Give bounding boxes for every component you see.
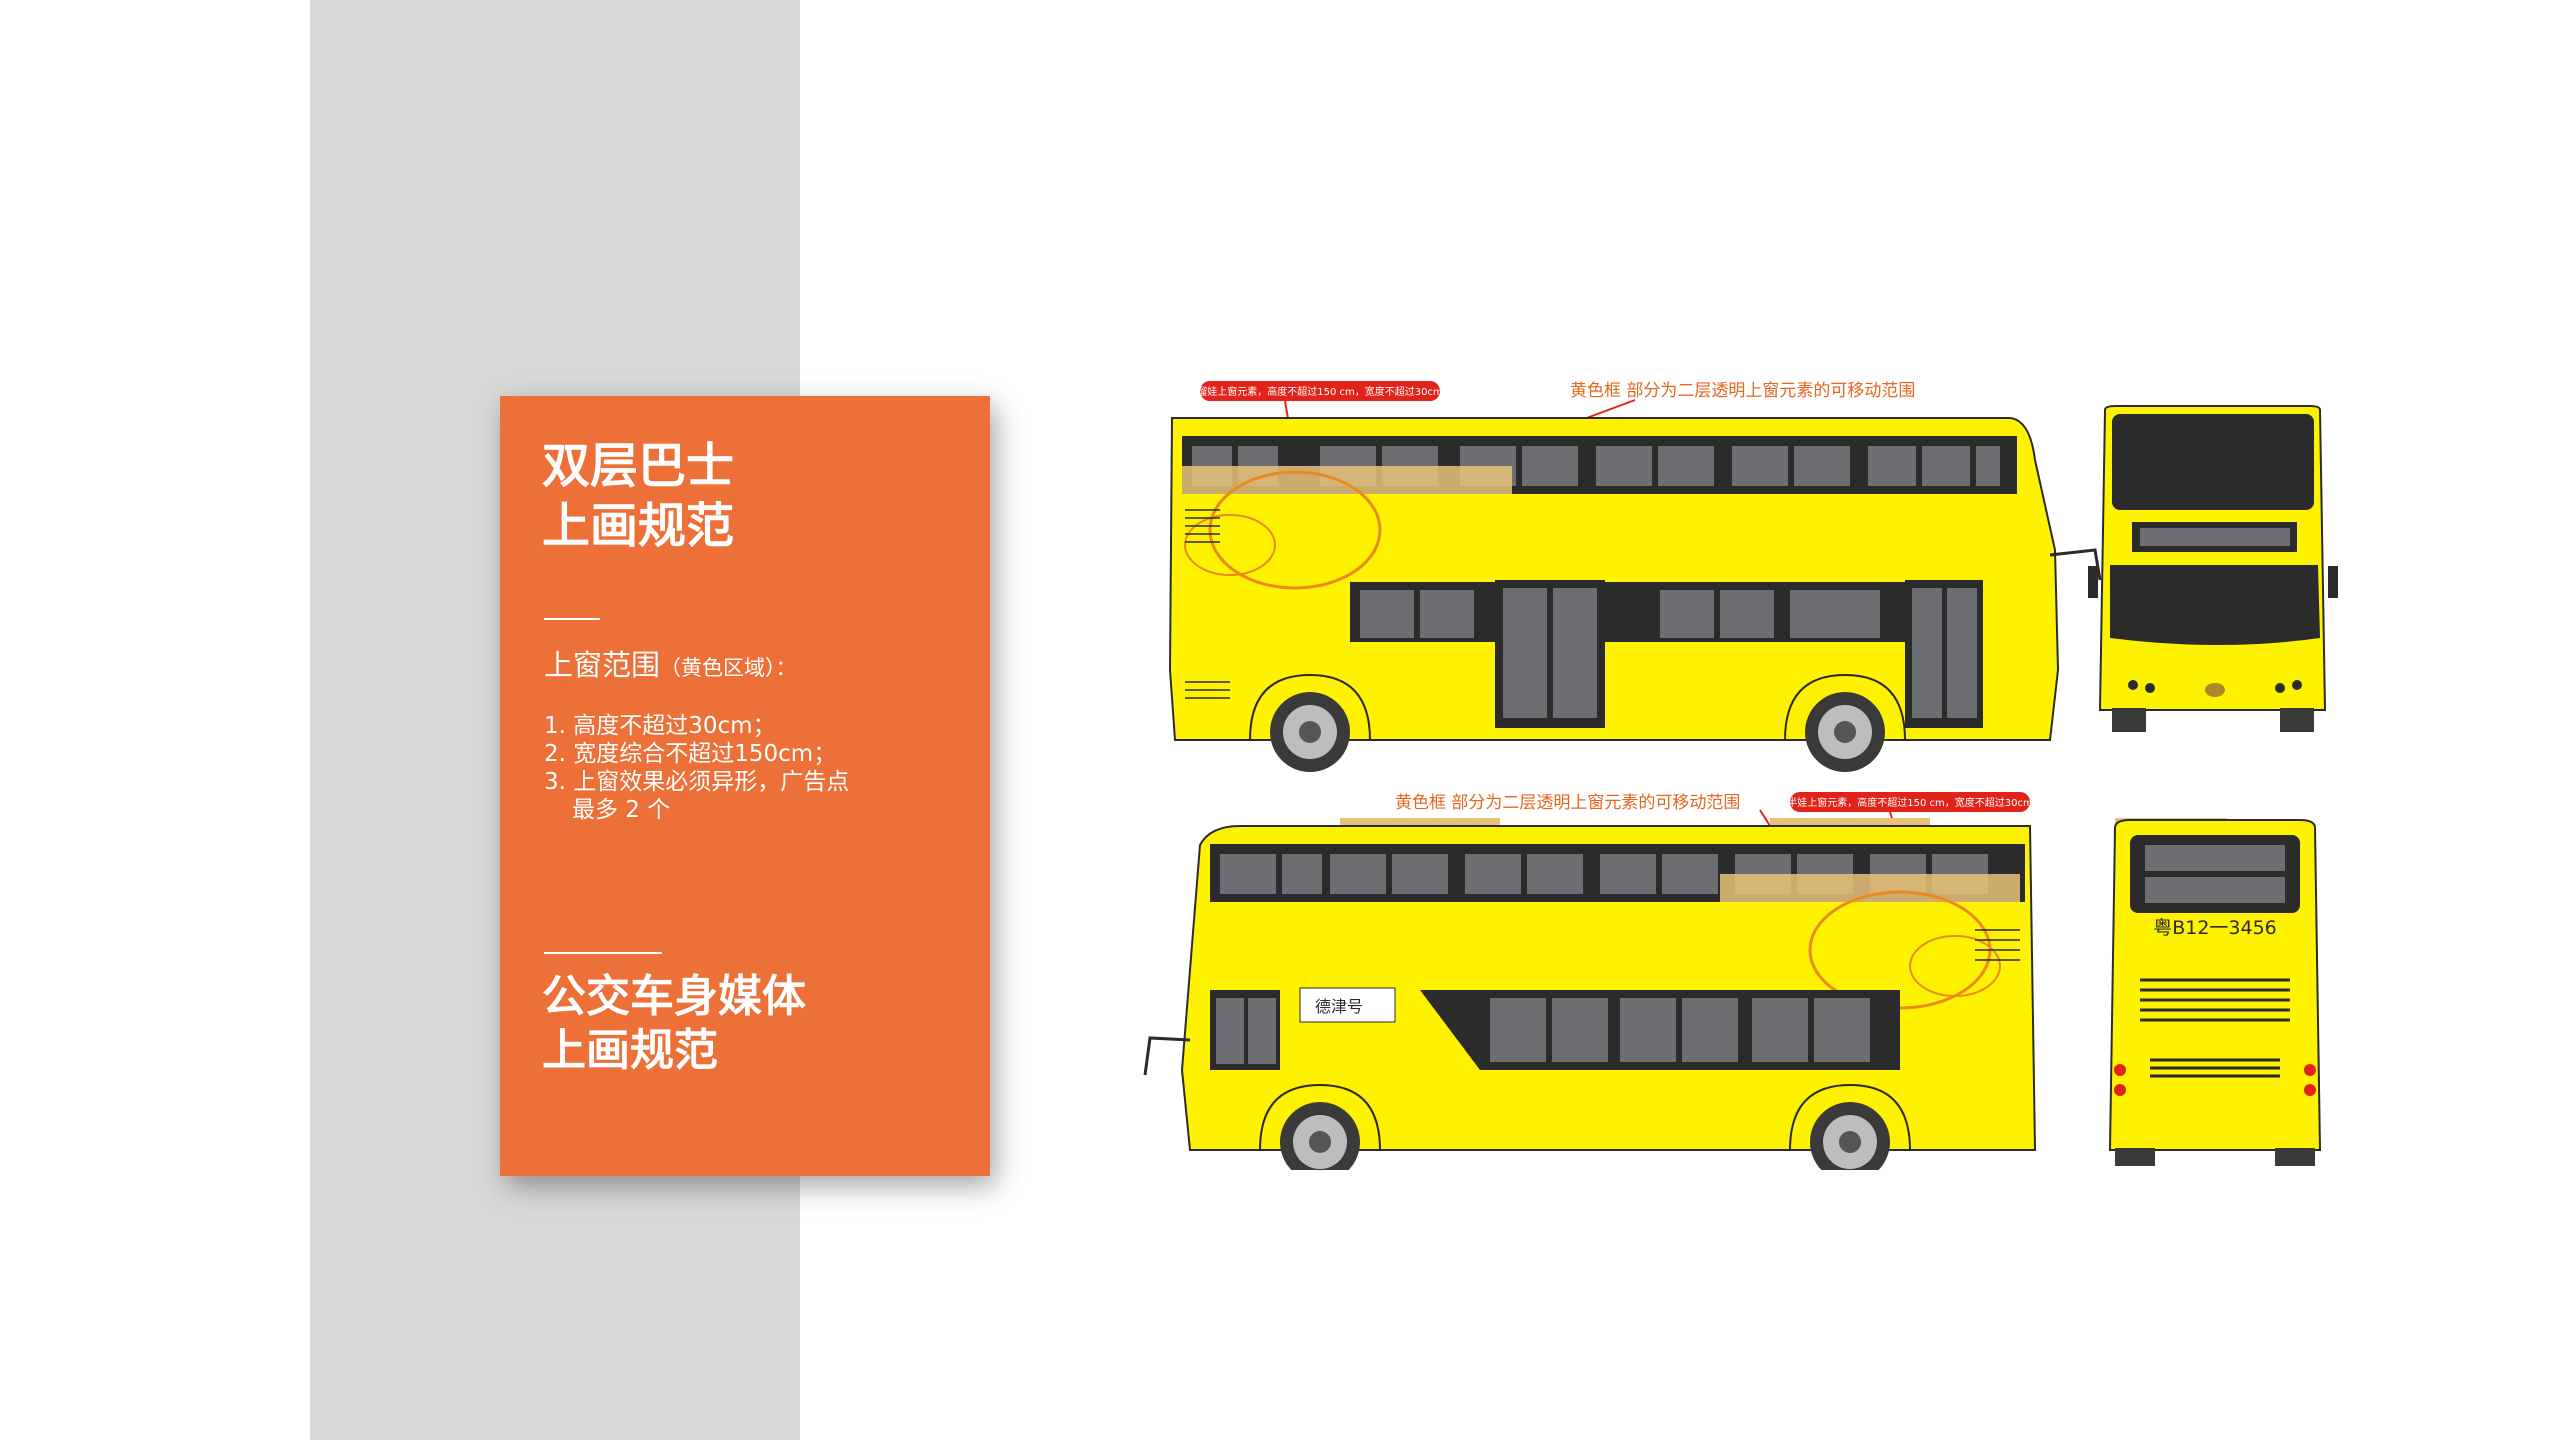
card-subtitle-line: 上画规范 bbox=[542, 1025, 718, 1076]
red-annotation-label bbox=[1790, 792, 2030, 812]
orange-annotation-text: 黄色框 部分为二层透明上窗元素的可移动范围 bbox=[1395, 793, 1740, 813]
bus-side-view-top: 溜娃上窗元素，高度不超过150 cm，宽度不超过30cm 黄色框 部分为二层透明… bbox=[1168, 381, 2102, 772]
license-plate: 粤B12一3456 bbox=[2153, 917, 2277, 939]
upper-window-zone bbox=[1720, 874, 2020, 902]
rule-item: 1. 高度不超过30cm； bbox=[544, 713, 776, 739]
bus-side-view-bottom: 黄色框 部分为二层透明上窗元素的可移动范围 半娃上窗元素，高度不超过150 cm… bbox=[1143, 792, 2037, 1170]
rule-item: 3. 上窗效果必须异形，广告点 bbox=[544, 769, 850, 795]
card-title: 双层巴士 上画规范 bbox=[542, 436, 734, 556]
divider bbox=[544, 952, 662, 954]
red-annotation-label bbox=[1200, 381, 1440, 401]
card-subtitle: 公交车身媒体 上画规范 bbox=[542, 970, 806, 1078]
card-subtitle-line: 公交车身媒体 bbox=[542, 971, 806, 1022]
section-label: 上窗范围（黄色区域）： bbox=[544, 642, 797, 684]
window-sign: 德津号 bbox=[1315, 997, 1363, 1016]
rule-item: 最多 2 个 bbox=[572, 797, 671, 823]
rule-item: 2. 宽度综合不超过150cm； bbox=[544, 741, 837, 767]
bus-diagram: 溜娃上窗元素，高度不超过150 cm，宽度不超过30cm 黄色框 部分为二层透明… bbox=[1143, 381, 2338, 1170]
info-card: 双层巴士 上画规范 上窗范围（黄色区域）： 1. 高度不超过30cm； 2. 宽… bbox=[500, 396, 990, 1176]
section-label-sub: （黄色区域）： bbox=[660, 656, 797, 680]
red-annotation-text: 半娃上窗元素，高度不超过150 cm，宽度不超过30cm bbox=[1787, 796, 2032, 809]
section-label-text: 上窗范围 bbox=[544, 648, 661, 682]
divider bbox=[544, 618, 600, 620]
card-title-line: 上画规范 bbox=[542, 498, 735, 554]
rules-list: 1. 高度不超过30cm； 2. 宽度综合不超过150cm； 3. 上窗效果必须… bbox=[544, 712, 849, 824]
orange-annotation-text: 黄色框 部分为二层透明上窗元素的可移动范围 bbox=[1570, 381, 1915, 401]
bus-front-view bbox=[2088, 405, 2338, 732]
card-title-line: 双层巴士 bbox=[542, 438, 735, 494]
red-annotation-text: 溜娃上窗元素，高度不超过150 cm，宽度不超过30cm bbox=[1197, 385, 1442, 398]
bus-rear-view: 粤B12一3456 bbox=[2108, 818, 2322, 1166]
